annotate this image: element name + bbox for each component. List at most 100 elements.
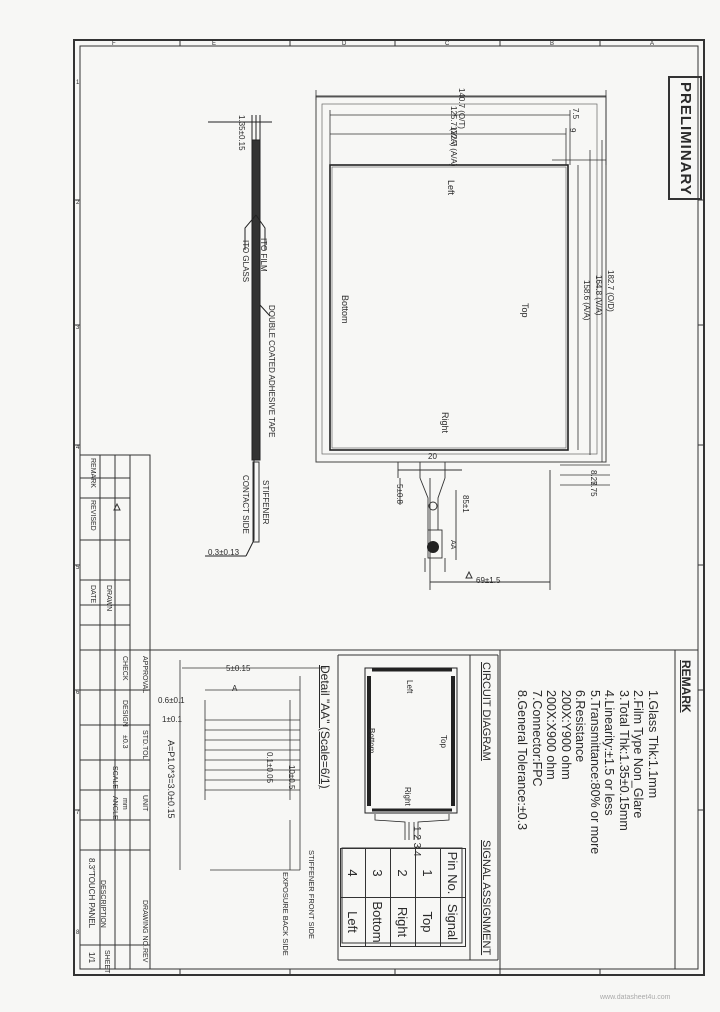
panel-label-left: Left bbox=[446, 180, 456, 196]
tb-approval: APPROVAL bbox=[141, 656, 148, 694]
dim-right-1: 7.5 bbox=[571, 108, 580, 120]
signal-cell: 4 bbox=[340, 848, 366, 898]
circuit-bottom: Bottom bbox=[367, 728, 376, 754]
panel-label-bottom: Bottom bbox=[340, 295, 350, 324]
remark-item: 7.Connector:FPC bbox=[530, 690, 544, 787]
dim-outer-height: 182.7 (O/D) bbox=[606, 270, 615, 312]
dim-tail-length: 85±1 bbox=[461, 495, 470, 513]
detail-p1: 0.6±0.1 bbox=[158, 696, 185, 705]
panel-label-right: Right bbox=[440, 412, 450, 434]
tb-remark: REMARK bbox=[89, 458, 96, 488]
dim-aa-width: 122.7 (A/A) bbox=[449, 126, 458, 167]
dim-bottom-2: 7.75 bbox=[589, 481, 598, 497]
label-stiffener: STIFFENER bbox=[261, 480, 270, 525]
circuit-title: CIRCUIT DIAGRAM bbox=[480, 662, 492, 761]
signal-cell: Right bbox=[390, 897, 416, 947]
detail-formula: A=P1.0*3=3.0±0.15 bbox=[166, 740, 176, 819]
zone-number: 8 bbox=[76, 930, 80, 936]
label-ito-film: ITO FILM bbox=[259, 238, 268, 272]
detail-title: Detail "AA" (Scale=6/1) bbox=[318, 665, 332, 789]
zone-number: 1 bbox=[76, 80, 80, 86]
label-exposure-back: EXPOSURE BACK SIDE bbox=[281, 872, 290, 956]
remark-item: 200X:X900 ohm bbox=[544, 690, 559, 780]
remark-list: 1.Glass Thk:1.1mm 2.Film Type Non_Glare … bbox=[515, 690, 661, 855]
zone-letter: E bbox=[212, 41, 217, 47]
tb-design: DESIGN bbox=[121, 700, 128, 727]
tb-date: DATE bbox=[89, 585, 96, 604]
dim-tail-width: 20 bbox=[428, 452, 437, 461]
zone-letter: C bbox=[445, 41, 450, 47]
zone-letter: B bbox=[550, 41, 555, 47]
remark-title: REMARK bbox=[679, 660, 693, 713]
tb-angle: ANGLE bbox=[111, 796, 118, 820]
zone-number: 6 bbox=[76, 690, 80, 696]
remark-item: 4.Linearity:±1.5 or less bbox=[602, 690, 617, 816]
remark-item: 3.Total Thk:1.35±0.15mm bbox=[617, 690, 631, 831]
label-ito-glass: ITO GLASS bbox=[241, 240, 250, 283]
dim-va-height: 164.8 (V/A) bbox=[594, 275, 603, 316]
signal-title: SIGNAL ASSIGNMENT bbox=[480, 840, 492, 956]
footer-watermark: www.datasheet4u.com bbox=[600, 994, 671, 1001]
tail-aa-mark: AA bbox=[449, 540, 456, 550]
zone-number: 4 bbox=[76, 445, 80, 451]
zone-number: 7 bbox=[76, 810, 80, 816]
label-contact-side: CONTACT SIDE bbox=[241, 475, 250, 534]
detail-a: A bbox=[232, 684, 238, 693]
tb-rev: REV bbox=[141, 948, 148, 963]
dim-tail-d: 69±1.5 bbox=[476, 576, 501, 585]
detail-p3: 0.1±0.05 bbox=[265, 752, 274, 784]
zone-letter: F bbox=[112, 41, 116, 47]
zone-number: 2 bbox=[76, 200, 80, 206]
tb-std-tol: STD.TOL bbox=[141, 730, 148, 760]
remark-item: 2.Film Type Non_Glare bbox=[631, 690, 646, 819]
tb-drawn: DRAWN bbox=[105, 585, 112, 612]
tb-drawing-no: DRAWING NO. bbox=[141, 900, 148, 948]
circuit-left: Left bbox=[405, 680, 414, 694]
zone-number: 5 bbox=[76, 565, 80, 571]
detail-width: 5±0.15 bbox=[226, 664, 251, 673]
label-stiffener-front: STIFFENER FRONT SIDE bbox=[307, 850, 316, 940]
signal-cell: Bottom bbox=[365, 897, 391, 947]
stamp-text: PRELIMINARY bbox=[677, 82, 694, 196]
tb-check: CHECK bbox=[121, 656, 128, 681]
signal-header-pin: Pin No. bbox=[440, 848, 466, 898]
circuit-right: Right bbox=[403, 787, 412, 806]
dim-right-2: 9 bbox=[568, 128, 577, 133]
remark-item: 1.Glass Thk:1.1mm bbox=[646, 690, 660, 799]
preliminary-stamp: PRELIMINARY bbox=[668, 76, 702, 200]
tb-unit-val: mm bbox=[121, 798, 128, 810]
tb-revised: REVISED bbox=[89, 500, 96, 531]
zone-letter: A bbox=[650, 41, 655, 47]
label-adhesive-tape: DOUBLE COATED ADHESIVE TAPE bbox=[267, 305, 276, 438]
detail-length: 10±0.5 bbox=[287, 765, 296, 790]
circuit-top: Top bbox=[439, 735, 448, 748]
signal-cell: Top bbox=[415, 897, 441, 947]
zone-letter: D bbox=[342, 41, 347, 47]
dim-aa-height: 158.6 (A/A) bbox=[582, 280, 591, 321]
detail-p2: 1±0.1 bbox=[162, 715, 182, 724]
remark-item: 200X:Y900 ohm bbox=[559, 690, 573, 780]
signal-cell: 2 bbox=[390, 848, 416, 898]
signal-cell: Left bbox=[340, 897, 366, 947]
dim-tail-a: 5±0.8 bbox=[395, 484, 404, 504]
tb-description: DESCRIPTION bbox=[99, 880, 106, 928]
dim-thickness: 1.35±0.15 bbox=[237, 115, 246, 151]
signal-header-signal: Signal bbox=[440, 897, 466, 947]
signal-cell: 1 bbox=[415, 848, 441, 898]
remark-item: 8.General Tolerance:±0.3 bbox=[515, 690, 530, 831]
tb-tol-val: ±0.3 bbox=[121, 735, 128, 749]
tb-desc-val: 8.3"TOUCH PANEL bbox=[87, 858, 96, 929]
tb-sheet-val: 1/1 bbox=[87, 952, 96, 964]
dim-outer-width: 140.7 (O/T) bbox=[457, 88, 466, 129]
tb-scale: SCALE bbox=[111, 766, 118, 789]
remark-item: 6.Resistance bbox=[573, 690, 588, 763]
remark-item: 5.Transmittance:80% or more bbox=[588, 690, 602, 855]
zone-number: 3 bbox=[76, 325, 80, 331]
dim-stiffener: 0.3±0.13 bbox=[208, 548, 240, 557]
tb-sheet: SHEET bbox=[103, 950, 110, 974]
panel-label-top: Top bbox=[520, 303, 530, 318]
signal-cell: 3 bbox=[365, 848, 391, 898]
